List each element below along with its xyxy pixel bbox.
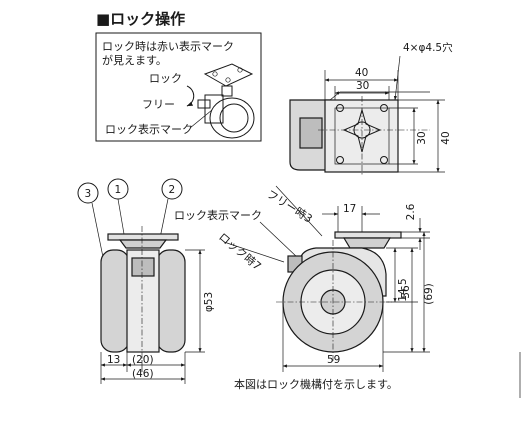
dim-56: 56 <box>400 285 412 299</box>
front-plate <box>107 233 179 241</box>
dim-top-40: 40 <box>355 67 368 79</box>
callout-3: 3 <box>85 188 92 200</box>
dim-2-6: 2.6 <box>405 203 417 220</box>
lock-lever-front <box>131 257 155 277</box>
side-plate <box>334 231 402 239</box>
side-view: ロック表示マーク フリー時3 ロック時7 17 2.6 14.5 <box>174 185 435 372</box>
side-mark-label: ロック表示マーク <box>174 208 262 222</box>
dim-top-30-vertical: 30 <box>416 131 428 144</box>
hole-spec: 4×φ4.5穴 <box>403 41 453 54</box>
front-wheel-left <box>100 249 130 353</box>
dim-13: 13 <box>107 354 120 366</box>
callout-circle-2 <box>161 178 183 200</box>
callout-2: 2 <box>169 184 176 196</box>
callout-1: 1 <box>115 184 122 196</box>
dim-69: (69) <box>423 283 435 305</box>
top-view: 4×φ4.5穴 40 30 30 40 <box>289 41 453 176</box>
inset-mark-label: ロック表示マーク <box>105 122 193 136</box>
lock-lever <box>197 99 211 109</box>
inset-note-line2: が見えます。 <box>102 53 167 67</box>
section-title: ■ロック操作 <box>96 10 185 28</box>
inset-lock-label: ロック <box>149 72 182 85</box>
dim-46: (46) <box>132 368 154 380</box>
front-view: 3 1 2 φ53 13 (20) (46) <box>77 178 215 384</box>
dim-17: 17 <box>343 203 356 215</box>
inset-note-line1: ロック時は赤い表示マーク <box>102 39 234 53</box>
lock-operation-inset: ロック時は赤い表示マーク が見えます。 ロック フリー ロック表示マーク <box>95 32 262 142</box>
caption: 本図はロック機構付を示します。 <box>234 377 398 391</box>
lever-arrow-icon <box>186 85 195 107</box>
dim-top-30: 30 <box>356 80 369 92</box>
inset-frame <box>95 32 262 142</box>
dim-top-40-vertical: 40 <box>440 131 452 144</box>
dim-14-5: 14.5 <box>397 278 409 301</box>
inset-free-label: フリー <box>142 98 175 111</box>
callout-circle-3 <box>77 182 99 204</box>
dim-diameter: φ53 <box>203 292 215 312</box>
mini-caster-icon <box>189 63 255 139</box>
dim-20: (20) <box>132 354 154 366</box>
dim-59: 59 <box>327 354 340 366</box>
front-wheel-right <box>156 249 186 353</box>
side-lock-label: ロック時7 <box>216 230 263 273</box>
